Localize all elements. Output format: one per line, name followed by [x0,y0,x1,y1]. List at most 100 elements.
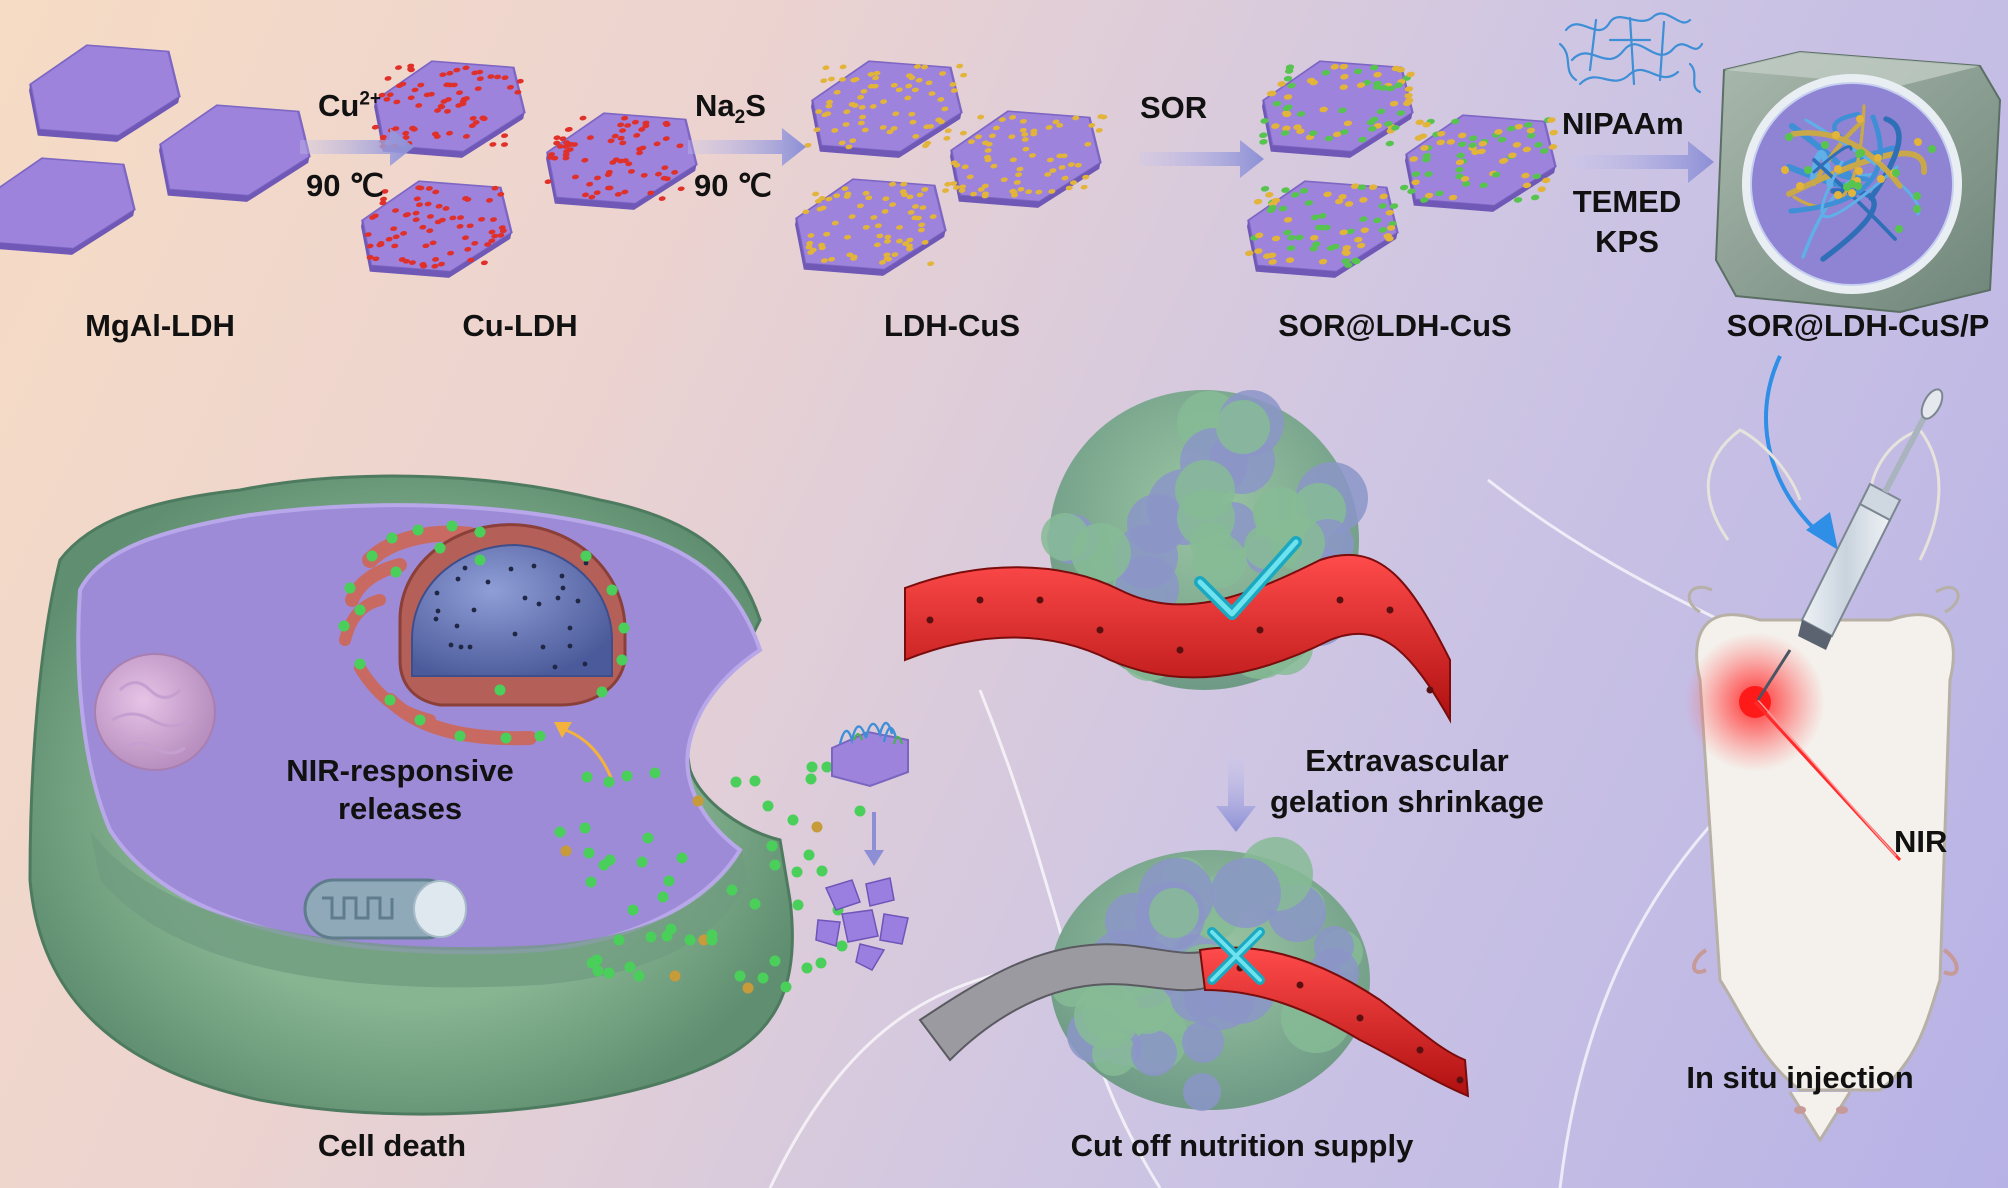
particle-dot [807,233,815,238]
particle-dot [1082,174,1090,180]
particle-dot [856,203,864,209]
particle-dot [444,109,451,114]
particle-dot [402,130,410,136]
particle-dot [621,115,629,121]
particle-dot [1358,136,1367,143]
particle-dot [437,103,445,109]
particle-dot [593,175,601,181]
reagent-temed: TEMED [1572,184,1682,219]
particle-dot [422,243,430,249]
particle-dot [412,210,420,216]
particle-dot [514,89,522,95]
particle-dot [404,212,411,217]
particle-dot [1344,201,1354,207]
particle-dot [826,99,834,105]
particle-dot [939,71,947,76]
particle-dot [547,152,555,157]
particle-dot [402,135,410,140]
degraded-fragments [815,877,909,971]
particle-dot [411,87,419,93]
blood-vessel-intact [904,554,1451,724]
particle-dot [1350,183,1360,189]
particle-dot [1271,235,1281,242]
reagent-kps: KPS [1595,224,1659,259]
particle-dot [379,134,387,140]
particle-dot [1046,157,1054,163]
particle-dot [1497,136,1507,143]
particle-dot [1409,156,1418,162]
particle-dot [1338,193,1347,200]
particle-dot [1369,64,1379,71]
particle-dot [662,136,670,141]
particle-dot [604,172,612,178]
particle-dot [805,244,813,250]
particle-dot [981,183,989,189]
particle-dot [1357,184,1367,191]
particle-dot [437,261,445,267]
particle-dot [446,70,454,76]
particle-dot [412,217,420,223]
particle-dot [950,88,958,93]
particle-dot [958,188,966,193]
particle-dot [862,224,870,230]
particle-dot [1386,225,1396,231]
particle-dot [467,257,475,263]
particle-dot [950,181,958,186]
label-sor-ldh-cus: SOR@LDH-CuS [1278,308,1512,343]
particle-dot [366,254,374,260]
particle-dot [398,257,406,262]
particle-dot [1340,129,1349,135]
particle-dot [1299,187,1309,194]
particle-dot [1324,135,1334,142]
particle-dot [1311,214,1320,221]
ldh-nanosheets [0,44,1558,278]
particle-dot [845,144,853,150]
particle-dot [961,164,969,170]
particle-dot [581,192,589,198]
particle-dot [415,103,423,108]
particle-dot [1282,125,1291,132]
particle-dot [1268,259,1277,265]
particle-dot [967,139,975,145]
particle-dot [474,86,482,91]
particle-dot [1468,135,1478,141]
particle-dot [1283,229,1292,236]
particle-dot [942,188,950,193]
particle-dot [384,76,392,81]
particle-dot [1084,141,1092,147]
particle-dot [1283,75,1293,82]
particle-dot [841,186,849,191]
particle-dot [1095,127,1103,133]
particle-dot [413,196,421,202]
particle-dot [905,83,913,89]
particle-dot [1379,85,1389,91]
particle-dot [918,222,926,228]
particle-dot [839,64,847,70]
particle-dot [1260,118,1269,124]
particle-dot [916,192,924,198]
particle-dot [1267,90,1277,97]
particle-dot [562,152,570,158]
particle-dot [911,87,919,93]
particle-dot [392,234,400,240]
particle-dot [1424,192,1434,199]
particle-dot [1522,146,1532,153]
particle-dot [676,143,684,149]
label-in-situ-injection: In situ injection [1686,1060,1914,1095]
particle-dot [553,135,561,141]
particle-dot [950,160,958,166]
particle-dot [491,185,499,191]
particle-dot [379,200,387,206]
ldh-sheet [159,104,311,202]
particle-dot [489,217,497,222]
particle-dot [873,70,881,76]
particle-dot [462,65,470,71]
particle-dot [671,170,679,175]
particle-dot [1070,180,1077,185]
particle-dot [395,65,402,70]
particle-dot [842,122,850,127]
particle-dot [1253,198,1263,205]
particle-dot [472,120,480,125]
particle-dot [867,83,875,89]
particle-dot [925,80,933,86]
